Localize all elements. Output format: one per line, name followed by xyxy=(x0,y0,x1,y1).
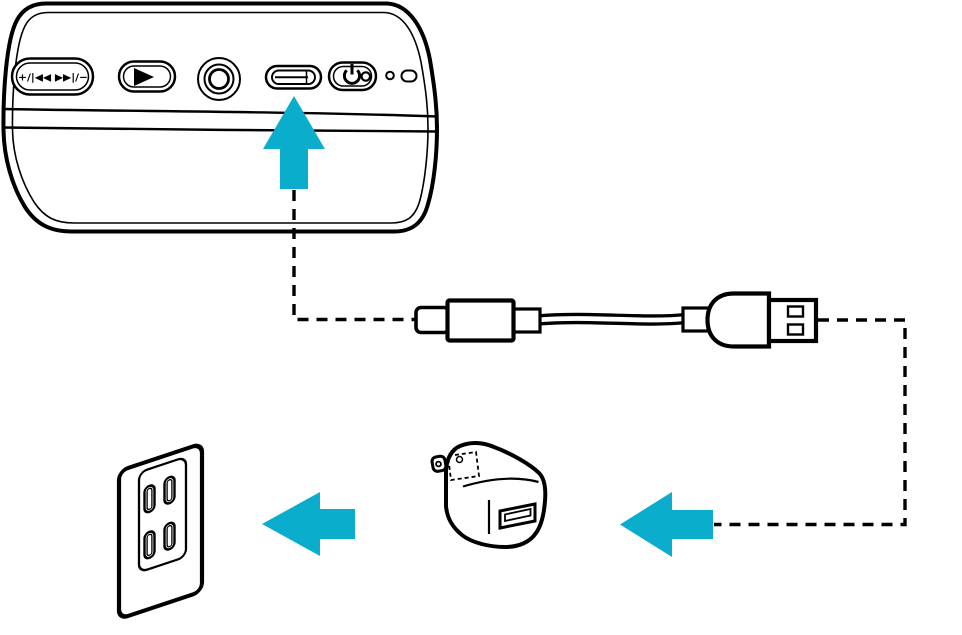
outlet-plate xyxy=(116,443,205,619)
pill-indicator-lamp xyxy=(400,69,418,83)
track-volume-button: +/|◀◀ ▶▶|/− xyxy=(10,57,95,96)
outlet-face xyxy=(137,457,188,572)
outlet-slot-inner-lines xyxy=(146,478,173,557)
power-button xyxy=(327,61,378,92)
usb-a-connector xyxy=(681,291,819,349)
audio-jack-mid-ring xyxy=(203,63,235,95)
usb-c-port-inner xyxy=(271,69,316,85)
left-arrow-cable-to-adapter xyxy=(620,492,713,557)
usb-a-plug-contact-1 xyxy=(786,305,805,318)
adapter-body xyxy=(444,441,548,550)
play-button-inner xyxy=(122,65,172,88)
adapter-folded-prong-hole xyxy=(455,455,464,464)
outlet-slot-inner xyxy=(146,487,153,511)
usb-c-port xyxy=(264,64,323,90)
adapter-top-front-edge xyxy=(462,477,539,488)
outlet-slots xyxy=(143,475,176,560)
power-icon xyxy=(342,69,362,85)
round-indicator-lamp xyxy=(385,70,395,81)
audio-jack xyxy=(197,57,241,101)
wall-outlet xyxy=(116,443,205,619)
usb-a-plug-contact-2 xyxy=(786,323,805,336)
play-icon xyxy=(134,68,154,86)
up-arrow-into-usb-c-port xyxy=(263,96,325,189)
outlet-slot-inner xyxy=(166,524,173,548)
speaker-seam-upper xyxy=(3,107,438,118)
usb-c-connector-tip xyxy=(414,305,451,335)
outlet-slot-inner xyxy=(166,478,173,502)
play-button xyxy=(117,60,177,93)
adapter-usb-port-inner xyxy=(504,507,532,523)
track-volume-button-inner xyxy=(15,62,90,91)
outlet-slot xyxy=(163,521,176,551)
audio-jack-hole xyxy=(208,68,230,90)
left-arrow-adapter-to-outlet xyxy=(262,492,355,556)
usb-c-connector-neck xyxy=(511,307,542,334)
speaker-outline xyxy=(1,1,440,234)
dashed-line-cable-to-adapter xyxy=(714,318,907,527)
track-volume-button-outline xyxy=(10,57,95,96)
usb-cable xyxy=(414,291,819,349)
speaker-inner-rim xyxy=(11,11,429,224)
speaker-top-view: +/|◀◀ ▶▶|/− xyxy=(1,1,440,234)
usb-ac-adapter xyxy=(430,441,548,550)
dashed-line-port-to-cable xyxy=(292,190,415,322)
usb-c-connector xyxy=(414,298,542,343)
cable-cord-core xyxy=(536,316,687,323)
audio-jack-outer-ring xyxy=(197,57,241,101)
usb-c-connector-body xyxy=(445,298,516,343)
adapter-folded-prong-dashed xyxy=(446,450,481,482)
power-button-outline xyxy=(327,61,378,92)
outlet-slot xyxy=(143,484,156,514)
track-volume-button-label: +/|◀◀ ▶▶|/− xyxy=(18,73,88,84)
outlet-slot xyxy=(163,475,176,505)
speaker-seam-lower xyxy=(2,126,438,133)
adapter-prong-hole xyxy=(435,460,442,468)
power-button-dot xyxy=(360,71,372,82)
outlet-slot xyxy=(143,530,156,560)
outlet-slot-inner xyxy=(146,533,153,557)
usb-a-connector-body xyxy=(705,291,772,349)
